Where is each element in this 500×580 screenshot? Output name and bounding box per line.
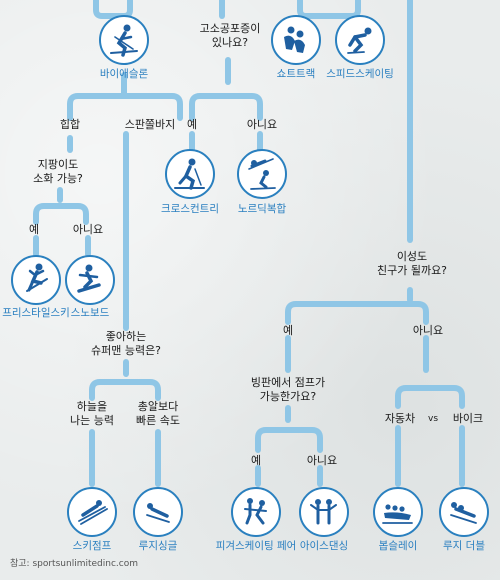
crosscountry-label: 크로스컨트리 (161, 203, 219, 215)
freestyle-label: 프리스타일스키 (2, 307, 70, 319)
answer-speed: 총알보다 빠른 속도 (136, 400, 180, 427)
nordic-combined-icon (248, 158, 276, 190)
figure-pair-icon (244, 498, 267, 525)
biathlon-icon (110, 24, 138, 57)
crosscountry-icon (174, 158, 205, 190)
answer-yes-friend: 예 (282, 324, 294, 337)
freestyle-node[interactable] (11, 255, 61, 305)
answer-yes-heights: 예 (186, 118, 198, 131)
answer-yes-cane: 예 (28, 223, 40, 236)
answer-hiphop: 힙합 (59, 118, 81, 131)
bobsleigh-node[interactable] (373, 487, 423, 537)
connector-top-right-pair (297, 0, 361, 19)
answer-yes-jump: 예 (250, 454, 262, 467)
luge-node[interactable] (133, 487, 183, 537)
skijump-node[interactable] (67, 487, 117, 537)
ice-dance-icon (310, 499, 337, 525)
connector-split-trick (189, 93, 263, 121)
ski-jump-icon (78, 500, 108, 525)
ice-dance-node[interactable] (299, 487, 349, 537)
bobsleigh-label: 봅슬레이 (378, 540, 418, 552)
luge-double-icon (450, 502, 477, 524)
connector-split-vehicle (395, 385, 465, 409)
figure-pair-node[interactable] (231, 487, 281, 537)
biathlon-label: 바이애슬론 (99, 68, 149, 80)
answer-no-friend: 아니요 (412, 324, 444, 337)
bobsleigh-icon (382, 504, 413, 524)
luge-icon (146, 503, 170, 523)
crosscountry-node[interactable] (165, 149, 215, 199)
connector-top-left (93, 0, 133, 19)
question-heights: 고소공포증이 있나요? (199, 22, 261, 49)
shorttrack-node[interactable] (271, 15, 321, 65)
answer-no-cane: 아니요 (72, 223, 104, 236)
answer-flying: 하늘을 나는 능력 (70, 400, 114, 427)
freestyle-ski-icon (26, 263, 48, 292)
figure-pair-label: 피겨스케이팅 페어 (215, 540, 297, 552)
snowboard-node[interactable] (65, 255, 115, 305)
question-ice-jump: 빙판에서 점프가 가능한가요? (250, 376, 326, 403)
luge-double-label: 루지 더블 (443, 540, 485, 552)
source-credit: 참고: sportsunlimitedinc.com (10, 559, 138, 569)
answer-skinny-pants: 스판쫄바지 (124, 118, 176, 131)
ice-dance-label: 아이스댄싱 (299, 540, 349, 552)
question-friend: 이성도 친구가 될까요? (376, 250, 448, 277)
speedskating-icon (347, 27, 372, 54)
answer-bike: 바이크 (452, 412, 484, 425)
vs-label: vs (427, 414, 439, 424)
question-cane: 지팡이도 소화 가능? (33, 158, 83, 185)
luge-double-node[interactable] (439, 487, 489, 537)
snowboard-icon (77, 264, 101, 293)
speedskating-node[interactable] (335, 15, 385, 65)
snowboard-label: 스노보드 (70, 307, 110, 319)
shorttrack-icon (284, 26, 305, 53)
connector-split-power (89, 379, 161, 401)
connector-split-friend (285, 301, 429, 325)
nordic-combined-label: 노르딕복합 (237, 203, 287, 215)
answer-car: 자동차 (384, 412, 416, 425)
answer-no-heights: 아니요 (246, 118, 278, 131)
speedskating-label: 스피드스케이팅 (326, 68, 394, 80)
nordic-combined-node[interactable] (237, 149, 287, 199)
biathlon-node[interactable] (99, 15, 149, 65)
answer-no-jump: 아니요 (306, 454, 338, 467)
shorttrack-label: 쇼트트랙 (276, 68, 316, 80)
connector-split-jump (255, 427, 323, 453)
skijump-label: 스키점프 (72, 540, 112, 552)
connector-split-cost (33, 203, 89, 225)
connector-split-wear (67, 93, 183, 121)
luge-label: 루지싱글 (138, 540, 178, 552)
question-superpower: 좋아하는 슈퍼맨 능력은? (90, 330, 162, 357)
